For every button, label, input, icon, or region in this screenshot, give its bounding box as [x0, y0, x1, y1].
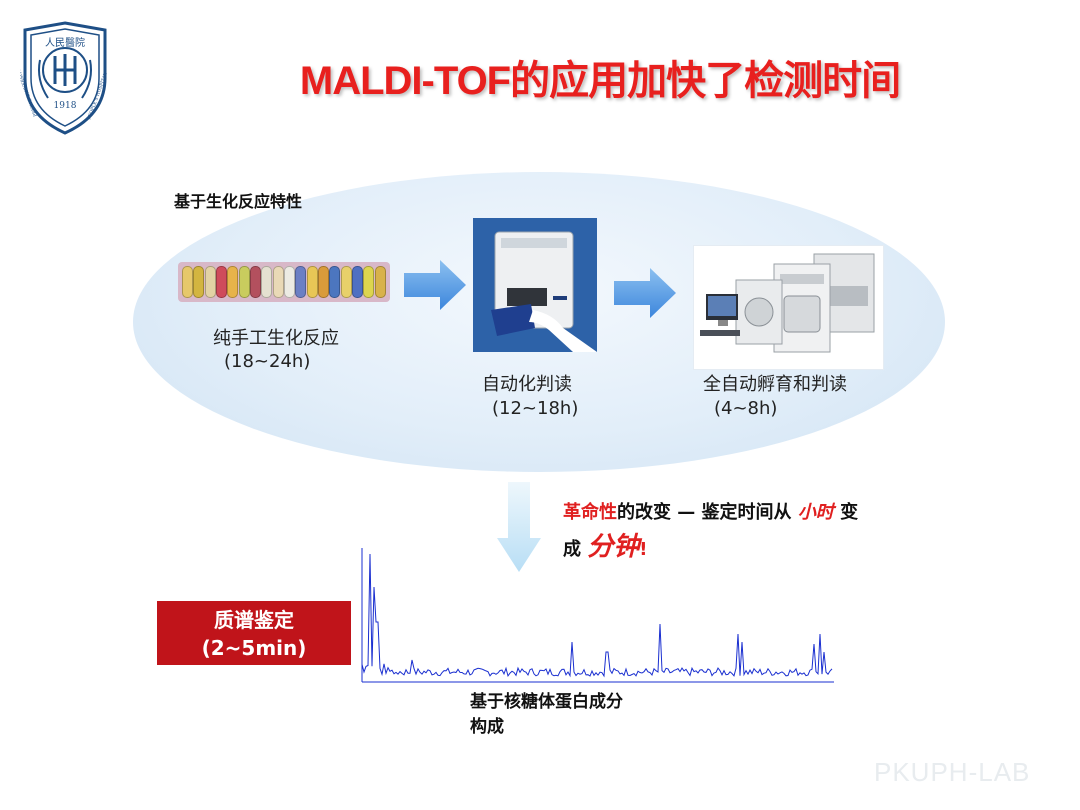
down-arrow-icon	[497, 482, 541, 572]
step3-duration: (4~8h)	[714, 398, 778, 419]
minutes-highlight: 分钟	[587, 532, 640, 562]
mass-spectrum-graph	[361, 548, 834, 683]
hours-highlight: 小时	[797, 502, 834, 523]
revolution-text: 的改变 — 鉴定时间从	[617, 502, 798, 523]
spectrum-caption-line1: 基于核糖体蛋白成分	[470, 692, 623, 712]
revolution-highlight: 革命性	[563, 502, 617, 523]
logo-top-text: 人民醫院	[45, 36, 85, 49]
section-label: 基于生化反应特性	[174, 192, 303, 211]
right-arrow-icon	[614, 268, 676, 318]
revolution-text-3: 成	[563, 539, 588, 560]
step1-label: 纯手工生化反应	[213, 328, 339, 349]
step2-duration: (12~18h)	[492, 398, 579, 419]
slide-title: MALDI-TOF的应用加快了检测时间	[299, 59, 901, 103]
hospital-logo: 人民醫院 1918 PEKING UNIVERSITY PEOPLE'S HOS…	[20, 21, 109, 135]
ms-box-duration: (2~5min)	[201, 636, 307, 660]
step1-duration: (18~24h)	[224, 351, 311, 372]
incubation-system-image	[694, 246, 883, 369]
logo-year: 1918	[54, 101, 77, 111]
automated-reader-image	[473, 218, 597, 352]
spectrum-caption-line2: 构成	[470, 717, 504, 737]
revolution-text-2: 变	[833, 502, 859, 523]
step3-label: 全自动孵育和判读	[703, 374, 847, 395]
spectrum-caption: 基于核糖体蛋白成分 构成	[470, 690, 623, 740]
right-arrow-icon	[404, 260, 466, 310]
revolution-statement: 革命性的改变 — 鉴定时间从 小时 变 成 分钟!	[563, 496, 923, 567]
biochemical-tubes-image	[178, 262, 390, 302]
step2-label: 自动化判读	[482, 374, 572, 395]
mass-spec-label-box: 质谱鉴定 (2~5min)	[157, 601, 351, 665]
watermark: PKUPH-LAB	[874, 757, 1031, 787]
exclamation: !	[639, 539, 648, 560]
ms-box-title: 质谱鉴定	[214, 608, 294, 632]
